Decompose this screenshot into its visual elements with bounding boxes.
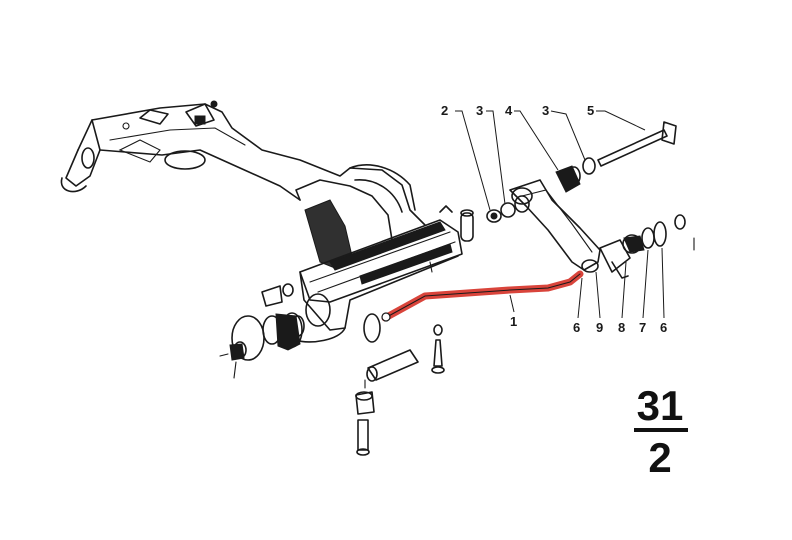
part-label-8: 8 (618, 320, 625, 335)
part-label-9: 9 (596, 320, 603, 335)
leader-lines (455, 110, 665, 319)
part-label-1: 1 (510, 314, 517, 329)
part-label-3: 3 (476, 103, 483, 118)
part-label-4: 4 (505, 103, 513, 118)
part-label-6b: 6 (660, 320, 667, 335)
part-label-3b: 3 (542, 103, 549, 118)
tension-strut-highlight (381, 270, 584, 322)
part-labels: 2 3 4 3 5 1 6 9 8 7 6 (441, 103, 667, 335)
group-number: 31 (637, 382, 684, 429)
part-label-5: 5 (587, 103, 594, 118)
subframe-mount-parts (219, 283, 445, 456)
sheet-number: 2 (648, 434, 671, 481)
front-axle-carrier (60, 100, 474, 343)
part-label-6: 6 (573, 320, 580, 335)
part-label-2: 2 (441, 103, 448, 118)
page-reference: 31 2 (634, 382, 688, 481)
part-label-7: 7 (639, 320, 646, 335)
upper-small-parts (486, 121, 677, 223)
control-arm-assembly (509, 179, 695, 279)
